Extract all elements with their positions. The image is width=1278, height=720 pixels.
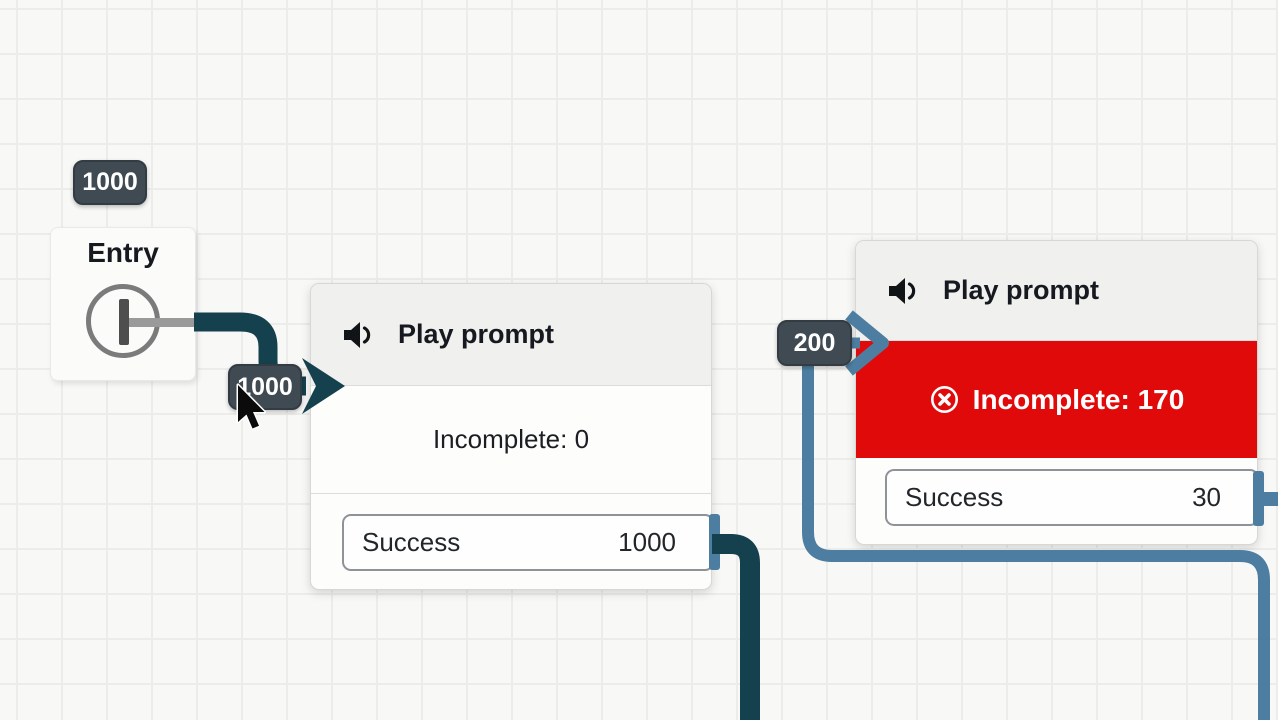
entry-node[interactable]: Entry — [50, 227, 198, 381]
outcome-label: Success — [905, 482, 1004, 512]
play-prompt-1-header: Play prompt — [311, 284, 711, 386]
speaker-icon — [341, 318, 375, 352]
play-prompt-1-status: Incomplete: 0 — [311, 386, 711, 493]
play-prompt-node-2[interactable]: Play prompt Incomplete: 170 Success 30 — [855, 240, 1259, 545]
outcome-label: Success — [362, 527, 461, 557]
speaker-icon — [886, 274, 920, 308]
edge-success1-line[interactable] — [712, 534, 760, 720]
entry-node-title: Entry — [87, 237, 159, 268]
entry-count-badge: 1000 — [73, 160, 147, 205]
play-prompt-1-footer — [311, 493, 711, 589]
mouse-cursor-icon — [236, 383, 266, 430]
outcome-value: 1000 — [618, 527, 676, 557]
entry-output-lead — [124, 318, 198, 327]
outcome-value: 30 — [1192, 482, 1221, 512]
play-prompt-1-title: Play prompt — [398, 319, 555, 349]
error-circle-x-icon — [929, 384, 960, 415]
play-prompt-2-error-text: Incomplete: 170 — [972, 383, 1185, 415]
play-prompt-2-title: Play prompt — [943, 275, 1100, 305]
edge-count-badge-200: 200 — [777, 320, 852, 366]
play-prompt-2-success-port[interactable]: Success 30 — [885, 469, 1259, 526]
play-prompt-2-header: Play prompt — [856, 241, 1257, 341]
play-prompt-2-error-banner: Incomplete: 170 — [856, 341, 1257, 458]
entry-point-bar-icon — [119, 299, 129, 345]
play-prompt-1-success-port[interactable]: Success 1000 — [342, 514, 714, 571]
play-prompt-node-1[interactable]: Play prompt Incomplete: 0 Success 1000 — [310, 283, 714, 590]
